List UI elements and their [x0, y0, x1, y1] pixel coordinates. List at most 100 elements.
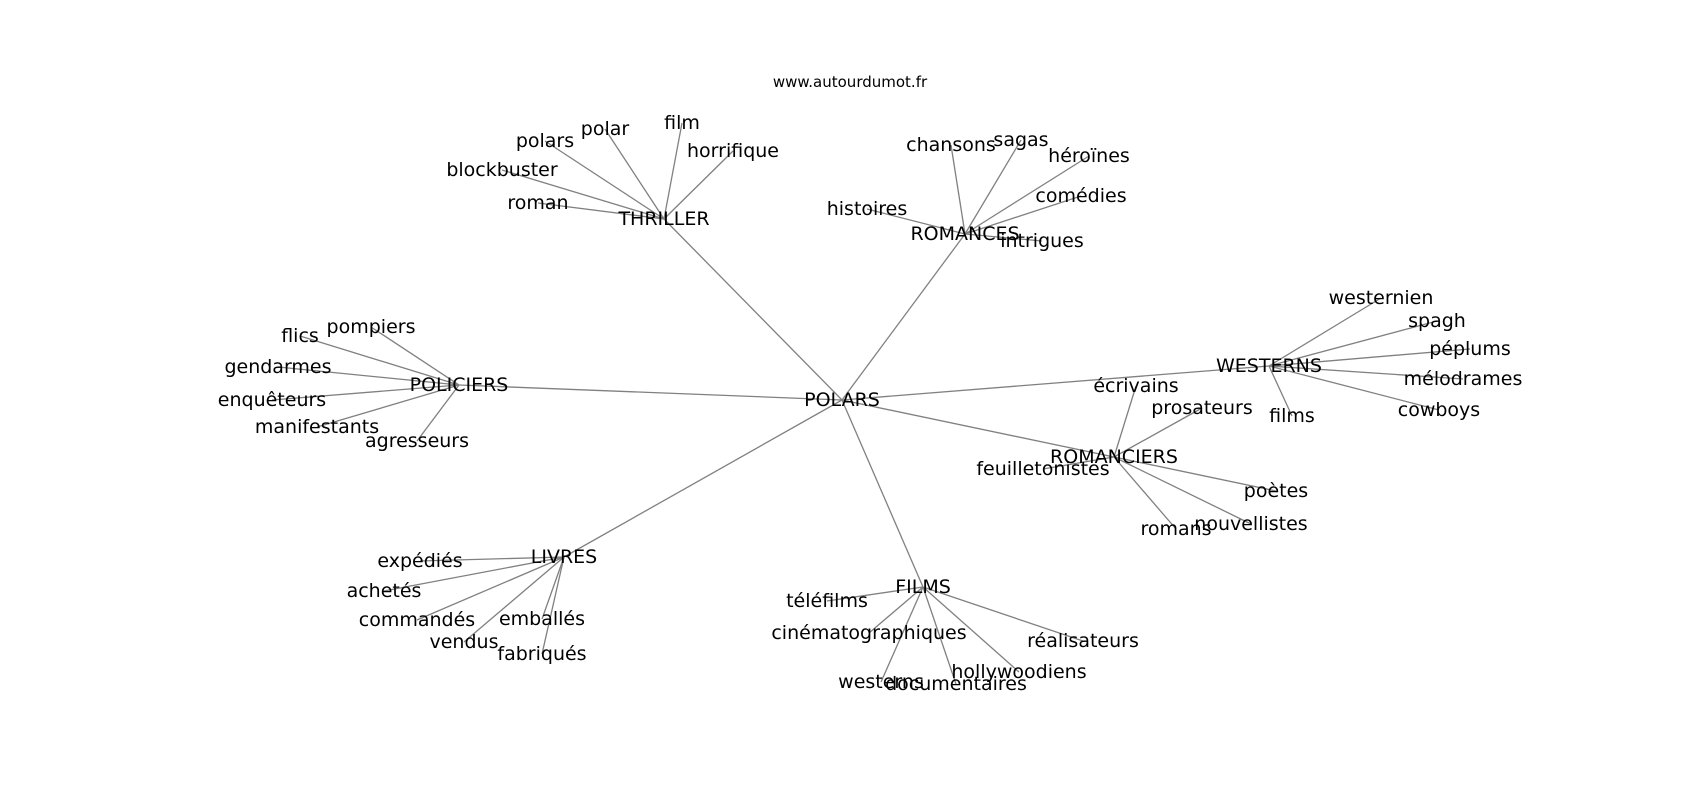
edge-leaf [1268, 297, 1382, 367]
edge-leaf [604, 128, 665, 220]
node-leaf: mélodrames [1404, 368, 1523, 390]
node-leaf: hollywoodiens [951, 661, 1086, 683]
node-leaf: romans [1140, 518, 1211, 540]
edge-leaf [826, 586, 924, 602]
node-leaf: films [1269, 405, 1315, 427]
edge-leaf [868, 586, 924, 634]
graph-labels: www.autourdumot.fr POLARS THRILLER polar fi… [218, 73, 1523, 695]
edge-leaf [964, 139, 1022, 235]
edge-leaf [1268, 365, 1440, 411]
edge-leaf [271, 384, 460, 401]
edge-leaf [950, 144, 966, 235]
edge-leaf [1268, 348, 1471, 367]
edge-leaf [663, 122, 683, 220]
node-cluster-films: FILMS [895, 576, 951, 598]
edge-leaf [1268, 365, 1464, 380]
edge-leaf [277, 366, 460, 386]
node-leaf: écrivains [1093, 375, 1178, 397]
edge-leaf [1042, 456, 1115, 470]
edge-leaf [541, 556, 565, 620]
edge-leaf [1113, 456, 1277, 492]
node-leaf: westerns [838, 671, 924, 693]
edge-leaf [866, 208, 966, 235]
node-leaf: commandés [359, 609, 475, 631]
node-leaf: flics [281, 325, 319, 347]
node-cluster-westerns: WESTERNS [1216, 355, 1322, 377]
node-leaf: chansons [906, 134, 996, 156]
edge-leaf [1113, 407, 1203, 458]
edge-leaf [964, 233, 1043, 242]
edge-leaf [922, 586, 1020, 673]
node-leaf: westernien [1329, 287, 1434, 309]
node-leaf: feuilletonistes [976, 458, 1109, 480]
node-cluster-romances: ROMANCES [910, 223, 1019, 245]
node-leaf: achetés [347, 580, 422, 602]
node-leaf: documentaires [885, 673, 1027, 695]
node-leaf: nouvellistes [1194, 513, 1307, 535]
node-leaf: comédies [1035, 185, 1126, 207]
edge-leaf [316, 384, 460, 428]
node-leaf: horrifique [687, 140, 779, 162]
node-leaf: enquêteurs [218, 389, 326, 411]
edge-leaf [537, 202, 665, 220]
edge-root-policiers [458, 384, 843, 401]
node-leaf: sagas [993, 129, 1048, 151]
node-leaf: réalisateurs [1027, 630, 1139, 652]
edge-leaf [541, 556, 565, 655]
edge-leaf [1113, 385, 1137, 458]
edge-leaf [544, 140, 665, 220]
node-leaf: prosateurs [1151, 397, 1253, 419]
node-leaf: pompiers [327, 316, 416, 338]
edge-leaf [299, 335, 460, 386]
edge-leaf [1268, 365, 1293, 417]
edge-root-westerns [841, 365, 1270, 401]
node-leaf: expédiés [377, 550, 462, 572]
node-leaf: polar [581, 118, 630, 140]
node-leaf: spagh [1408, 310, 1466, 332]
edge-leaf [880, 586, 924, 683]
node-leaf: fabriqués [497, 643, 586, 665]
source-url: www.autourdumot.fr [773, 73, 928, 91]
node-leaf: cowboys [1398, 399, 1480, 421]
edge-leaf [416, 556, 565, 621]
node-leaf: histoires [827, 198, 908, 220]
edge-leaf [1113, 456, 1177, 530]
node-leaf: emballés [499, 608, 585, 630]
edge-leaf [416, 384, 460, 442]
node-cluster-thriller: THRILLER [617, 208, 709, 230]
edge-leaf [370, 326, 460, 386]
graph-edges [271, 122, 1471, 685]
node-root: POLARS [804, 389, 880, 411]
edge-leaf [463, 556, 565, 643]
edge-leaf [964, 195, 1082, 235]
node-leaf: blockbuster [446, 159, 558, 181]
edge-root-romances [841, 233, 966, 401]
node-leaf: gendarmes [224, 356, 331, 378]
node-leaf: agresseurs [365, 430, 469, 452]
edge-leaf [1268, 320, 1438, 367]
node-leaf: manifestants [255, 416, 379, 438]
edge-root-romanciers [841, 399, 1115, 458]
node-leaf: vendus [430, 631, 499, 653]
node-leaf: film [664, 112, 700, 134]
node-leaf: poètes [1244, 480, 1308, 502]
node-leaf: péplums [1429, 338, 1511, 360]
edge-leaf [419, 556, 565, 562]
node-leaf: cinématographiques [771, 622, 966, 644]
node-leaf: roman [507, 192, 568, 214]
node-cluster-romanciers: ROMANCIERS [1050, 446, 1178, 468]
node-leaf: téléfilms [786, 590, 868, 612]
edge-leaf [501, 169, 665, 220]
node-cluster-livres: LIVRES [531, 546, 597, 568]
edge-leaf [1113, 456, 1252, 525]
node-leaf: intrigues [1000, 230, 1084, 252]
node-leaf: polars [516, 130, 574, 152]
edge-leaf [663, 150, 734, 220]
node-leaf: héroïnes [1048, 145, 1130, 167]
edge-root-films [841, 399, 924, 588]
edge-leaf [964, 155, 1090, 235]
edge-leaf [383, 556, 565, 592]
node-cluster-policiers: POLICIERS [410, 374, 509, 396]
edge-leaf [922, 586, 1084, 642]
